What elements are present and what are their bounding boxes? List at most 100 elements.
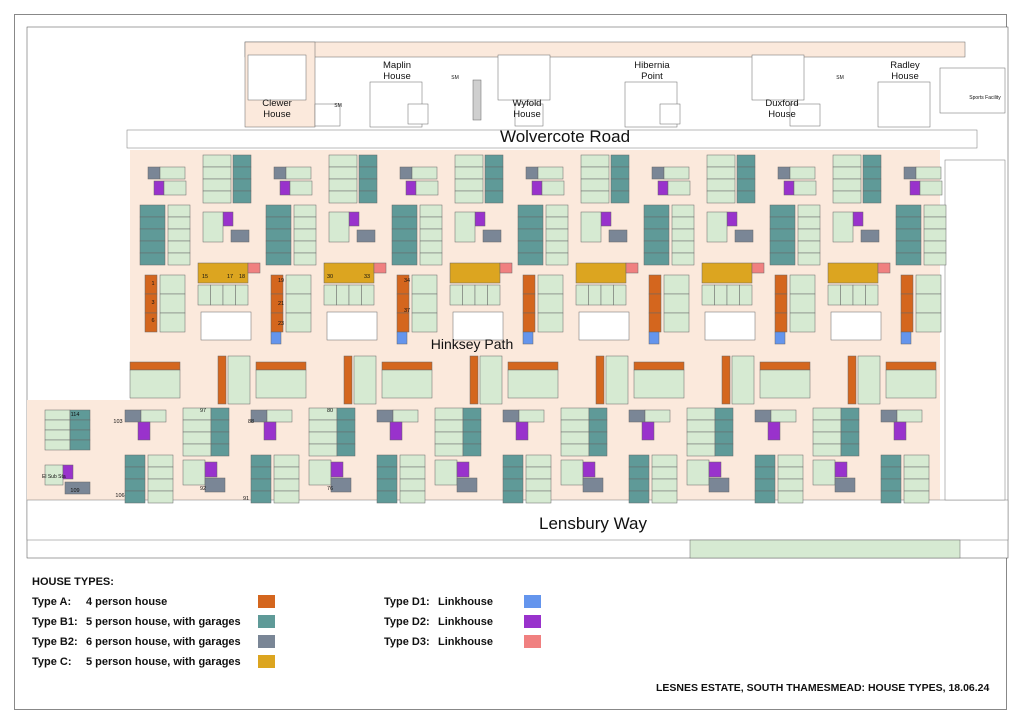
garden <box>663 312 690 333</box>
house-type-b1 <box>232 154 252 168</box>
house-type-b1 <box>210 419 230 433</box>
road-label-lensbury: Lensbury Way <box>539 514 648 533</box>
garden <box>255 369 307 399</box>
garage-court <box>326 311 378 341</box>
house-number: 3 <box>151 300 154 306</box>
house-type-a <box>759 361 811 371</box>
house-type-d2 <box>600 211 612 227</box>
house-type-b1 <box>502 478 524 492</box>
house-type-b1 <box>754 466 776 480</box>
house-type-b1 <box>232 190 252 204</box>
garden <box>560 443 590 457</box>
house-type-a <box>721 355 731 405</box>
house-type-b2 <box>708 477 730 493</box>
garden <box>541 180 565 196</box>
house-type-b1 <box>714 431 734 445</box>
house-type-b1 <box>139 252 166 266</box>
garden <box>454 166 484 180</box>
house-type-b2 <box>376 409 394 423</box>
house-type-b1 <box>502 490 524 504</box>
house-type-a <box>885 361 937 371</box>
house-type-b1 <box>517 216 544 230</box>
house-type-b1 <box>628 466 650 480</box>
house-type-b2 <box>64 481 91 495</box>
house-number: 23 <box>278 321 284 327</box>
garden <box>686 443 716 457</box>
garden <box>434 407 464 421</box>
garden <box>588 284 602 306</box>
garden <box>537 166 564 180</box>
garden <box>651 478 678 492</box>
garden <box>537 274 564 295</box>
house-type-a <box>633 361 685 371</box>
garden <box>293 240 317 254</box>
house-type-b1 <box>610 190 630 204</box>
house-number: 6 <box>151 318 154 324</box>
garden <box>285 166 312 180</box>
house-type-b1 <box>502 466 524 480</box>
house-type-a <box>343 355 353 405</box>
garage-court <box>578 311 630 341</box>
garden <box>903 478 930 492</box>
house-number: 30 <box>327 274 333 280</box>
garden <box>411 312 438 333</box>
house-type-b1 <box>643 252 670 266</box>
house-type-c <box>575 262 627 284</box>
outbuilding <box>514 103 544 127</box>
garden <box>832 190 862 204</box>
legend-swatch <box>524 595 541 608</box>
garden <box>415 180 439 196</box>
garden <box>167 252 191 266</box>
house-number: 1 <box>151 281 154 287</box>
garden <box>701 284 715 306</box>
garden <box>328 166 358 180</box>
house-type-a <box>648 293 662 314</box>
house-type-b1 <box>139 240 166 254</box>
house-type-d2 <box>137 421 151 441</box>
garden <box>399 466 426 480</box>
garden <box>147 466 174 480</box>
sports-facility-label: Sports Facility <box>969 95 1001 101</box>
garden <box>651 454 678 468</box>
house-type-a <box>900 274 914 295</box>
garden <box>812 431 842 445</box>
house-type-b1 <box>232 166 252 180</box>
house-type-b1 <box>769 240 796 254</box>
house-type-d2 <box>893 421 907 441</box>
house-number: 80 <box>327 408 333 414</box>
house-type-d3 <box>877 262 891 274</box>
house-type-b1 <box>250 466 272 480</box>
garden <box>289 180 313 196</box>
garden <box>797 240 821 254</box>
garden <box>167 204 191 218</box>
garden <box>852 284 866 306</box>
house-type-a <box>847 355 857 405</box>
house-type-b1 <box>769 204 796 218</box>
house-type-b1 <box>139 228 166 242</box>
tower-block <box>877 81 931 128</box>
garden <box>759 369 811 399</box>
house-type-b1 <box>391 216 418 230</box>
garden <box>915 293 942 314</box>
house-type-b2 <box>582 477 604 493</box>
house-type-b1 <box>643 240 670 254</box>
garden <box>202 211 224 243</box>
garden <box>686 407 716 421</box>
legend-item: Type C:5 person house, with garages <box>32 655 277 670</box>
house-type-b1 <box>714 407 734 421</box>
house-type-a <box>595 355 605 405</box>
house-type-b2 <box>204 477 226 493</box>
house-type-b1 <box>736 166 756 180</box>
garden <box>167 228 191 242</box>
garden <box>923 216 947 230</box>
garden <box>167 216 191 230</box>
garden <box>210 284 224 306</box>
house-number: 33 <box>364 274 370 280</box>
garden <box>163 180 187 196</box>
garden <box>202 190 232 204</box>
legend-type: Type A: <box>32 596 72 608</box>
house-type-a <box>129 361 181 371</box>
house-type-b1 <box>376 478 398 492</box>
